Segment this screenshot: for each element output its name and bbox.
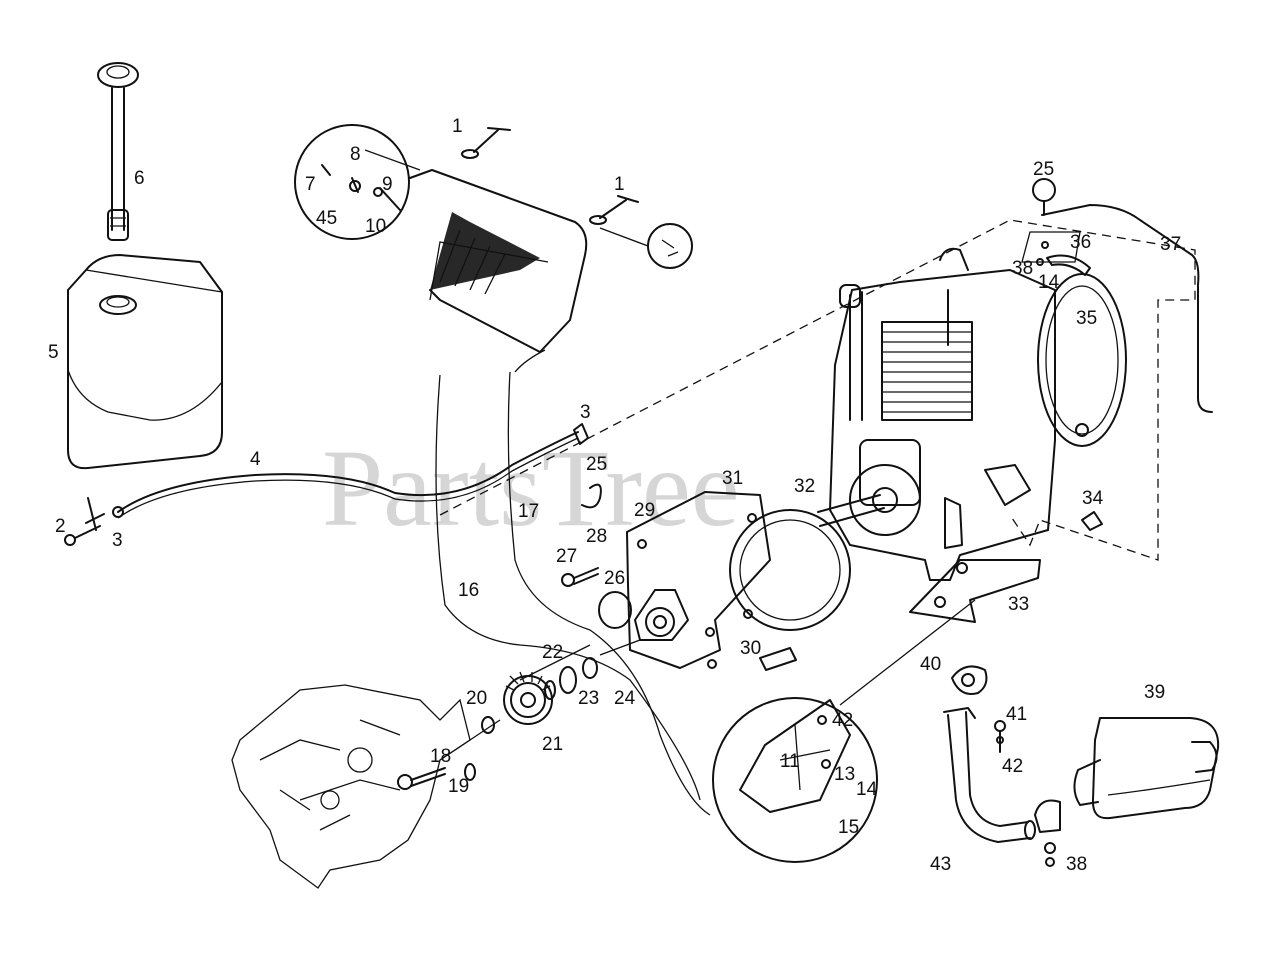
engine-block	[817, 247, 1127, 581]
detail-circle-upper-left	[294, 124, 421, 240]
bearing-housing	[598, 589, 689, 641]
exhaust-pipe	[943, 707, 1036, 843]
bolt-27	[561, 567, 599, 587]
callout-11: 11	[780, 751, 800, 772]
muffler	[1073, 717, 1220, 820]
callout-23: 23	[578, 688, 599, 709]
callout-1: 1	[614, 174, 625, 195]
callout-4: 4	[250, 449, 261, 470]
callout-10: 10	[365, 216, 386, 237]
callout-41: 41	[1006, 704, 1027, 725]
bolt-18	[397, 767, 446, 790]
callout-17: 17	[518, 501, 539, 522]
callout-25: 25	[586, 454, 607, 475]
callout-9: 9	[382, 174, 393, 195]
fuel-gauge-cap	[97, 62, 139, 241]
callout-labels: 1 1 2 3 3 4 5 6 7 8 9 10 11 13 14 14 15 …	[48, 116, 1181, 875]
callout-18: 18	[430, 746, 451, 767]
callout-3: 3	[580, 402, 591, 423]
callout-3: 3	[112, 530, 123, 551]
callout-35: 35	[1076, 308, 1097, 329]
callout-34: 34	[1082, 488, 1104, 509]
callout-5: 5	[48, 342, 59, 363]
fuel-tank	[67, 254, 223, 470]
callout-2: 2	[55, 516, 66, 537]
exhaust-flange	[951, 665, 988, 695]
callout-28: 28	[586, 526, 607, 547]
detail-circle-small	[599, 223, 693, 269]
callout-29: 29	[634, 500, 655, 521]
callout-33: 33	[1008, 594, 1029, 615]
callout-6: 6	[134, 168, 145, 189]
bolt-30	[759, 647, 797, 671]
callout-42: 42	[1002, 756, 1023, 777]
exhaust-clamp	[1034, 799, 1061, 867]
callout-32: 32	[794, 476, 815, 497]
callout-14: 14	[856, 779, 878, 800]
callout-30: 30	[740, 638, 761, 659]
transmission-housing	[231, 684, 471, 889]
gasket	[729, 509, 851, 631]
callout-14: 14	[1038, 272, 1060, 293]
callout-24: 24	[614, 688, 636, 709]
callout-38: 38	[1066, 854, 1087, 875]
callout-31: 31	[722, 468, 743, 489]
control-rods	[435, 349, 711, 816]
callout-37: 37	[1160, 234, 1181, 255]
callout-8: 8	[350, 144, 361, 165]
engine-outline-frame	[439, 219, 1196, 561]
detail-circle-lower	[712, 599, 976, 863]
callout-7: 7	[305, 174, 316, 195]
retaining-clip	[581, 483, 602, 509]
watermark: PartsTree	[322, 427, 740, 549]
callout-38: 38	[1012, 258, 1033, 279]
bolt-41-42	[994, 720, 1006, 753]
callout-42: 42	[832, 710, 853, 731]
control-rod-37	[1021, 178, 1213, 413]
callout-16: 16	[458, 580, 479, 601]
callout-27: 27	[556, 546, 577, 567]
fuel-elbow	[1081, 511, 1103, 531]
engine-shroud	[409, 169, 588, 353]
washers	[464, 657, 598, 781]
engine-base-plate	[909, 559, 1041, 623]
callout-15: 15	[838, 817, 859, 838]
callout-26: 26	[604, 568, 625, 589]
callout-21: 21	[542, 734, 563, 755]
callout-36: 36	[1070, 232, 1091, 253]
drive-gear	[503, 671, 553, 725]
callout-40: 40	[920, 654, 941, 675]
callout-43: 43	[930, 854, 951, 875]
callout-19: 19	[448, 776, 469, 797]
callout-13: 13	[834, 764, 855, 785]
t-handle-lower	[589, 195, 639, 225]
callout-45: 45	[316, 208, 337, 229]
callout-22: 22	[542, 642, 563, 663]
callout-39: 39	[1144, 682, 1165, 703]
callout-20: 20	[466, 688, 487, 709]
t-handle-upper	[461, 127, 511, 159]
callout-25: 25	[1033, 159, 1054, 180]
callout-1: 1	[452, 116, 463, 137]
